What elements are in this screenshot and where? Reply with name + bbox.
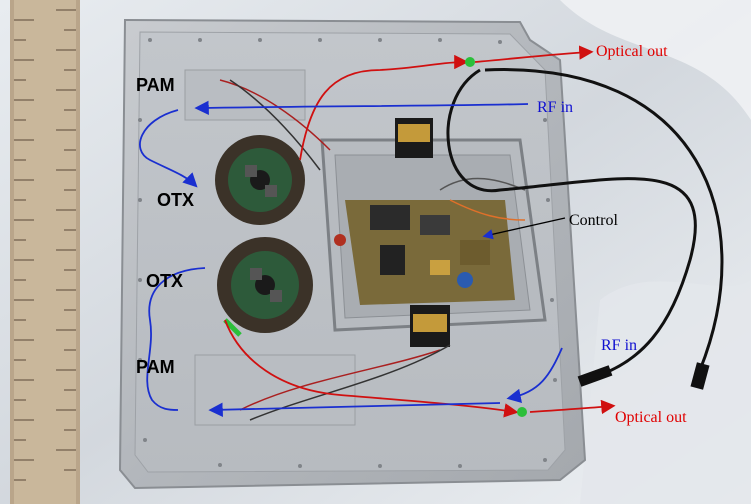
- top-connector: [395, 118, 433, 158]
- optical-port-bottom-marker: [517, 407, 527, 417]
- label-otx-bottom: OTX: [146, 271, 184, 291]
- label-control: Control: [569, 212, 618, 229]
- label-rf-in-top: RF in: [537, 99, 574, 116]
- label-pam-top: PAM: [136, 75, 175, 95]
- label-pam-bottom: PAM: [136, 357, 175, 377]
- pam-board-bottom: [194, 354, 356, 426]
- optical-port-top-marker: [465, 57, 475, 67]
- ruler: [10, 0, 80, 504]
- control-box: [320, 138, 547, 332]
- label-optical-out-top: Optical out: [596, 43, 668, 60]
- otx-module-bottom: [217, 237, 313, 337]
- otx-module-top: [215, 135, 305, 225]
- bottom-connector: [410, 305, 450, 347]
- label-otx-top: OTX: [157, 190, 195, 210]
- label-rf-in-bottom: RF in: [601, 337, 638, 354]
- optical-signal-path: [224, 45, 616, 418]
- label-optical-out-bottom: Optical out: [615, 409, 687, 426]
- rf-signal-path: [139, 100, 563, 417]
- fiber-cables: [446, 68, 724, 390]
